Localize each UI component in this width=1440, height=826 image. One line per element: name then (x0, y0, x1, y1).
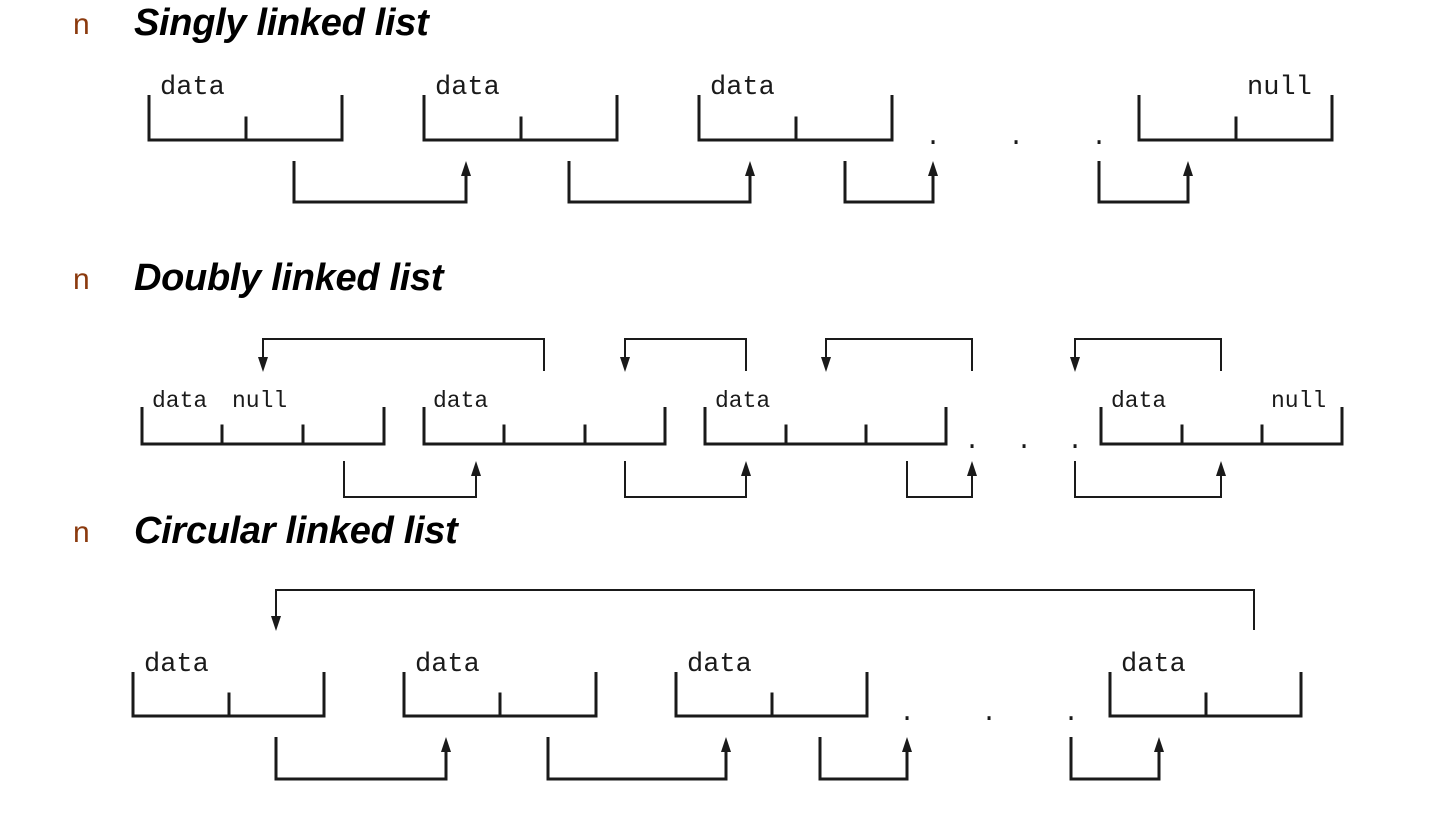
doubly-link-4 (1074, 461, 1222, 498)
circular-link-3-arrowhead (902, 737, 912, 752)
doubly-back-link-3 (825, 338, 973, 371)
singly-link-2-arrowhead (745, 161, 755, 176)
singly-link-4-arrowhead (1183, 161, 1193, 176)
section-marker-doubly: n (73, 263, 90, 296)
doubly-back-link-3-arrowhead (821, 357, 831, 372)
doubly-back-link-2-arrowhead (620, 357, 630, 372)
circular-link-1-arrowhead (441, 737, 451, 752)
section-title-circular: Circular linked list (134, 510, 458, 552)
doubly-back-link-4 (1074, 338, 1222, 371)
doubly-null-label-1: null (232, 388, 287, 414)
circular-link-3 (818, 737, 909, 781)
singly-null-label: null (1247, 73, 1312, 103)
doubly-node-1 (140, 407, 386, 446)
doubly-data-label-4: data (1111, 388, 1166, 414)
section-title-doubly: Doubly linked list (134, 257, 444, 299)
doubly-link-3-arrowhead (967, 461, 977, 476)
doubly-node-4 (1099, 407, 1344, 446)
doubly-back-link-4-arrowhead (1070, 357, 1080, 372)
singly-data-label-2: data (435, 73, 500, 103)
doubly-ellipsis-dot-3: . (1067, 426, 1083, 456)
doubly-node-3 (703, 407, 948, 446)
circular-ellipsis-dot-2: . (981, 698, 997, 728)
singly-link-3-arrowhead (928, 161, 938, 176)
circular-wraparound-link-arrowhead (271, 616, 281, 631)
circular-data-label-4: data (1121, 650, 1186, 680)
doubly-node-2 (422, 407, 667, 446)
circular-link-1 (274, 737, 448, 781)
circular-data-label-1: data (144, 650, 209, 680)
circular-ellipsis-dot-3: . (1063, 698, 1079, 728)
doubly-null-label-2: null (1271, 388, 1326, 414)
doubly-ellipsis-dot-1: . (964, 426, 980, 456)
doubly-link-1 (343, 461, 477, 498)
doubly-back-link-1 (262, 338, 545, 371)
singly-ellipsis-dot-3: . (1091, 122, 1107, 152)
section-title-singly: Singly linked list (134, 2, 429, 44)
circular-data-label-2: data (415, 650, 480, 680)
circular-link-2 (546, 737, 728, 781)
singly-link-3 (843, 161, 935, 204)
singly-ellipsis-dot-2: . (1008, 122, 1024, 152)
circular-link-4-arrowhead (1154, 737, 1164, 752)
doubly-link-3 (906, 461, 973, 498)
circular-ellipsis-dot-1: . (899, 698, 915, 728)
doubly-link-4-arrowhead (1216, 461, 1226, 476)
circular-wraparound-link (275, 589, 1255, 630)
singly-data-label-1: data (160, 73, 225, 103)
doubly-ellipsis-dot-2: . (1016, 426, 1032, 456)
doubly-data-label-1: data (152, 388, 207, 414)
section-marker-circular: n (73, 516, 90, 549)
doubly-link-2-arrowhead (741, 461, 751, 476)
singly-data-label-3: data (710, 73, 775, 103)
doubly-data-label-3: data (715, 388, 770, 414)
doubly-data-label-2: data (433, 388, 488, 414)
section-marker-singly: n (73, 8, 90, 41)
singly-link-4 (1097, 161, 1190, 204)
doubly-link-2 (624, 461, 747, 498)
singly-link-1 (292, 161, 468, 204)
singly-ellipsis-dot-1: . (925, 122, 941, 152)
doubly-link-1-arrowhead (471, 461, 481, 476)
circular-link-2-arrowhead (721, 737, 731, 752)
singly-link-2 (567, 161, 752, 204)
circular-data-label-3: data (687, 650, 752, 680)
circular-link-4 (1069, 737, 1161, 781)
doubly-back-link-2 (624, 338, 747, 371)
singly-link-1-arrowhead (461, 161, 471, 176)
doubly-back-link-1-arrowhead (258, 357, 268, 372)
